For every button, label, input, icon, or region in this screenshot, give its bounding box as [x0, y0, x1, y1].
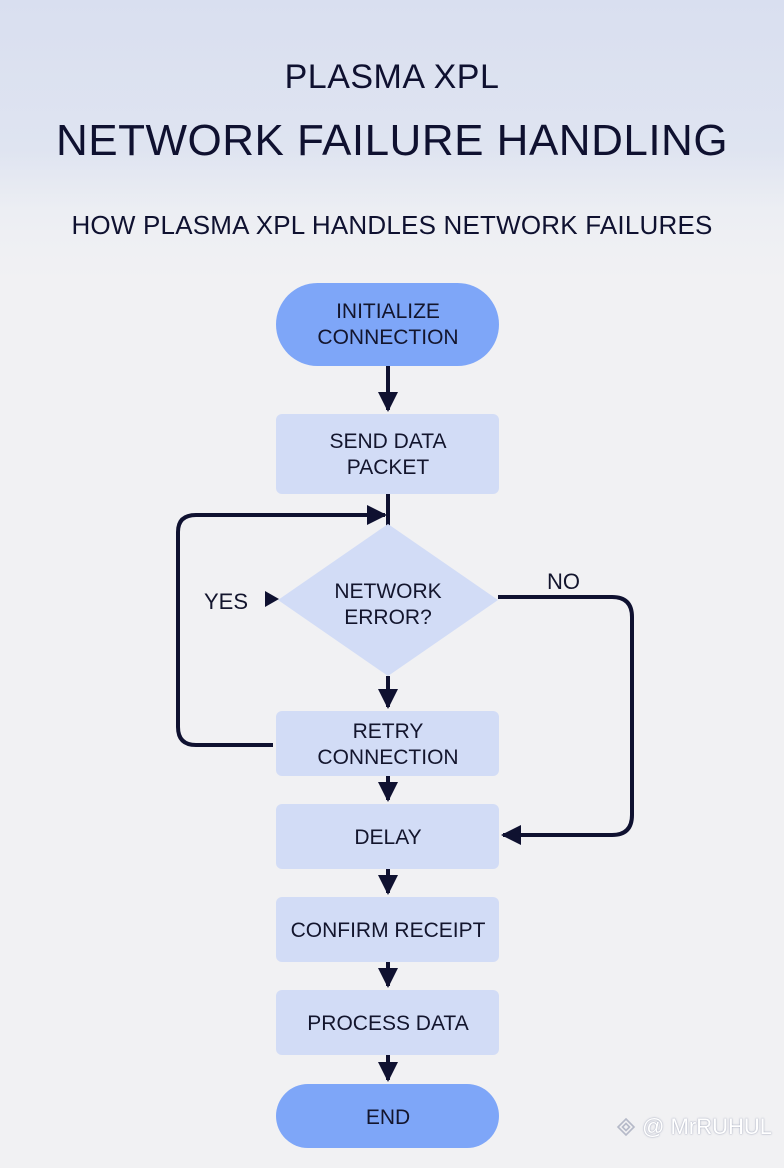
title-line-1: PLASMA XPL [284, 58, 500, 96]
edge-decision-no [498, 595, 634, 845]
watermark-text: @ MrRUHUL [642, 1114, 772, 1139]
node-end-line-1: END [366, 1106, 410, 1129]
connectors [176, 366, 634, 1082]
node-delay-line-1: DELAY [354, 826, 421, 849]
node-retry-line-1: RETRY [353, 720, 424, 743]
subtitle: HOW PLASMA XPL HANDLES NETWORK FAILURES [71, 210, 713, 240]
node-decision-line-2: ERROR? [344, 606, 432, 629]
label-no: NO [547, 569, 580, 594]
node-init-line-2: CONNECTION [317, 326, 458, 349]
node-send-line-2: PACKET [347, 456, 430, 479]
label-yes: YES [204, 589, 248, 614]
node-initialize-connection: INITIALIZE CONNECTION [276, 283, 499, 366]
node-end: END [276, 1084, 499, 1148]
node-decision-line-1: NETWORK [334, 580, 441, 603]
node-confirm-receipt: CONFIRM RECEIPT [276, 897, 499, 962]
node-process-data: PROCESS DATA [276, 990, 499, 1055]
node-retry-line-2: CONNECTION [317, 746, 458, 769]
yes-arrowhead-icon [265, 591, 279, 607]
node-confirm-line-1: CONFIRM RECEIPT [291, 919, 486, 942]
node-send-data-packet: SEND DATA PACKET [276, 414, 499, 494]
binance-diamond-icon [616, 1117, 636, 1137]
edge-retry-loop-back [176, 505, 387, 747]
node-retry-connection: RETRY CONNECTION [276, 711, 499, 776]
watermark: @ MrRUHUL [616, 1114, 772, 1140]
node-network-error-decision: NETWORK ERROR? [278, 524, 498, 676]
node-init-line-1: INITIALIZE [336, 300, 440, 323]
node-send-line-1: SEND DATA [329, 430, 446, 453]
node-delay: DELAY [276, 804, 499, 869]
title-line-2: NETWORK FAILURE HANDLING [55, 116, 729, 165]
node-process-line-1: PROCESS DATA [307, 1012, 468, 1035]
